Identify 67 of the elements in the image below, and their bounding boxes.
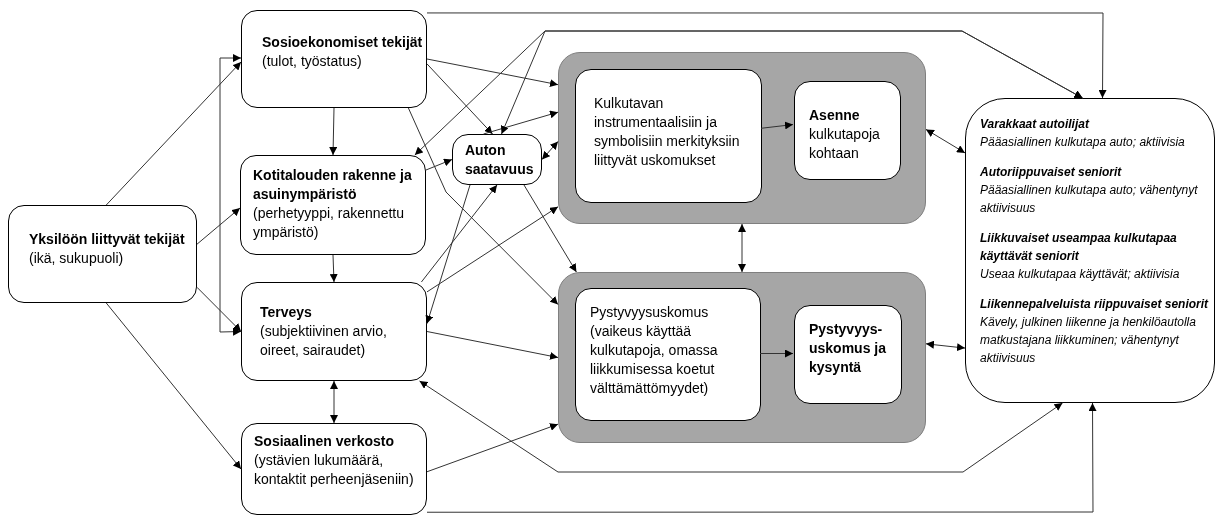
- arrow: [219, 54, 242, 336]
- box-description: (subjektiivinen arvio, oireet, sairaudet): [260, 322, 388, 360]
- factor-box: [794, 305, 902, 404]
- arrow: [407, 107, 559, 305]
- factor-box: [241, 282, 427, 381]
- arrow: [105, 61, 242, 206]
- box-heading: Pystyvyysuskomus: [590, 303, 709, 322]
- box-description: kulkutapoja kohtaan: [809, 125, 881, 163]
- box-heading: Sosiaalinen verkosto: [254, 432, 395, 451]
- arrow: [760, 121, 794, 130]
- factor-box: [575, 288, 761, 421]
- arrow: [196, 286, 242, 332]
- arrow: [426, 423, 559, 473]
- box-heading: Yksilöön liittyvät tekijät: [29, 230, 185, 249]
- group-heading: Liikennepalveluista riippuvaiset seniorit: [980, 296, 1210, 313]
- box-heading: Auton saatavuus: [465, 141, 535, 179]
- factor-box: [241, 10, 427, 108]
- group-description: Kävely, julkinen liikenne ja henkilöautolla matkustajana liikkuminen; vähentynyt aktiivisuus: [980, 314, 1197, 367]
- arrow: [483, 110, 559, 135]
- box-heading: Kulkutavan instrumentaalisiin ja symbolisiin merkityksiin liittyvät uskomukset: [594, 94, 741, 170]
- arrow: [426, 63, 493, 135]
- arrow: [419, 380, 1063, 473]
- arrow: [523, 184, 577, 273]
- group-panel: [558, 272, 926, 443]
- arrow: [105, 302, 242, 470]
- factor-box: [8, 205, 197, 303]
- factor-box: [240, 155, 426, 255]
- arrow: [425, 184, 471, 325]
- box-description: (ikä, sukupuoli): [29, 249, 124, 268]
- box-heading: Pystyvyys- uskomus ja kysyntä: [809, 320, 888, 377]
- group-heading: Liikkuvaiset useampaa kulkutapaa käyttävät seniorit: [980, 230, 1178, 265]
- box-description: (ystävien lukumäärä, kontaktit perheenjäseniin): [254, 451, 415, 489]
- factor-box: [794, 81, 901, 180]
- arrow: [541, 140, 559, 160]
- box-heading: Kotitalouden rakenne ja asuinympäristö: [253, 166, 413, 204]
- factor-box: [452, 134, 542, 185]
- outcome-box: [965, 98, 1215, 403]
- arrow: [426, 206, 559, 293]
- group-description: Pääasiallinen kulkutapa auto; aktiivisia: [980, 134, 1186, 151]
- arrow: [426, 331, 559, 360]
- arrow: [426, 58, 559, 88]
- arrow: [759, 349, 794, 358]
- arrow: [500, 30, 1083, 135]
- box-description: (perhetyyppi, rakennettu ympäristö): [253, 204, 405, 242]
- box-heading: Sosioekonomiset tekijät: [262, 33, 423, 52]
- group-panel: [558, 52, 926, 224]
- arrow: [196, 207, 241, 245]
- box-heading: Asenne: [809, 106, 860, 125]
- group-description: Pääasiallinen kulkutapa auto; vähentynyt aktiivisuus: [980, 182, 1199, 217]
- box-heading: Terveys: [260, 303, 312, 322]
- box-description: (vaikeus käyttää kulkutapoja, omassa liikkumisessa koetut välttämättömyydet): [590, 322, 719, 398]
- factor-box: [575, 69, 762, 203]
- arrow: [425, 158, 453, 171]
- arrow: [329, 254, 338, 283]
- group-heading: Varakkaat autoilijat: [980, 116, 1091, 133]
- group-description: Useaa kulkutapaa käyttävät; aktiivisia: [980, 266, 1181, 283]
- group-heading: Autoriippuvaiset seniorit: [980, 164, 1123, 181]
- arrow: [426, 402, 1097, 513]
- arrow: [925, 128, 966, 154]
- arrow: [925, 340, 966, 352]
- box-description: (tulot, työstatus): [262, 52, 362, 71]
- arrow: [329, 107, 338, 156]
- arrow: [426, 12, 1107, 99]
- factor-box: [241, 423, 427, 515]
- arrow: [330, 380, 338, 424]
- arrow: [738, 223, 746, 273]
- arrow: [420, 184, 498, 283]
